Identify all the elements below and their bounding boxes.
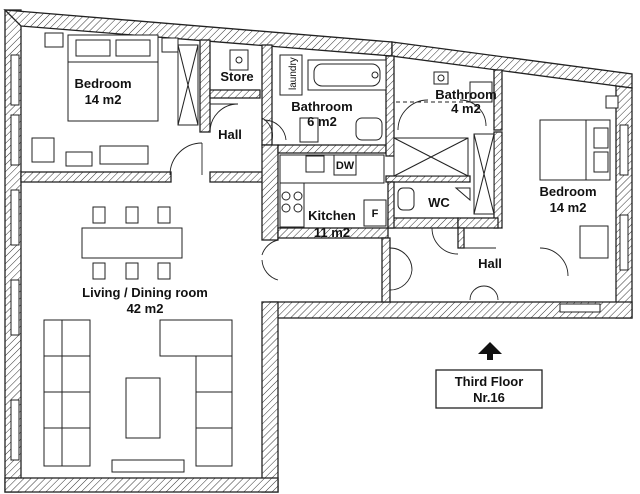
room-name-kitchen: Kitchen <box>308 208 356 223</box>
room-name-bedroom-2: Bedroom <box>539 184 596 199</box>
room-area-bedroom-2: 14 m2 <box>550 200 587 215</box>
bedroom-2-furniture <box>539 95 619 259</box>
room-name-hall-2: Hall <box>478 256 502 271</box>
room-labels: Bedroom 14 m2 Store laundry Bathroom 6 m… <box>74 57 596 316</box>
windows-right <box>559 124 629 313</box>
kitchen-fixtures <box>261 154 387 281</box>
bathroom-2-fixtures <box>393 71 495 215</box>
hall-2-doors <box>389 247 569 319</box>
fridge-label: F <box>372 208 379 220</box>
room-name-wc: WC <box>428 195 450 210</box>
store-furniture <box>229 49 249 71</box>
outer-walls <box>3 9 633 493</box>
floor-label-line2: Nr.16 <box>473 390 505 405</box>
dishwasher-label: DW <box>336 160 355 172</box>
bedroom-1-furniture <box>31 32 199 167</box>
doors-hall-1 <box>169 103 273 176</box>
floor-label-box: Third Floor Nr.16 <box>435 369 543 409</box>
bathroom-1-fixtures <box>263 54 387 143</box>
room-name-hall-1: Hall <box>218 127 242 142</box>
room-area-bathroom-2: 4 m2 <box>451 101 481 116</box>
room-area-bathroom-1: 6 m2 <box>307 114 337 129</box>
room-name-bathroom-2: Bathroom <box>435 87 496 102</box>
room-area-bedroom-1: 14 m2 <box>85 92 122 107</box>
windows-left <box>10 54 20 461</box>
floor-label-line1: Third Floor <box>455 374 524 389</box>
wc-fixtures <box>397 187 471 255</box>
room-name-bedroom-1: Bedroom <box>74 76 131 91</box>
interior-walls <box>20 39 503 303</box>
room-area-kitchen: 11 m2 <box>314 225 350 240</box>
living-furniture <box>43 206 233 473</box>
room-name-laundry: laundry <box>288 57 299 90</box>
room-area-living: 42 m2 <box>127 301 164 316</box>
room-name-store: Store <box>220 69 253 84</box>
room-name-living: Living / Dining room <box>82 285 208 300</box>
arrow-up-icon <box>478 342 502 360</box>
room-name-bathroom-1: Bathroom <box>291 99 352 114</box>
